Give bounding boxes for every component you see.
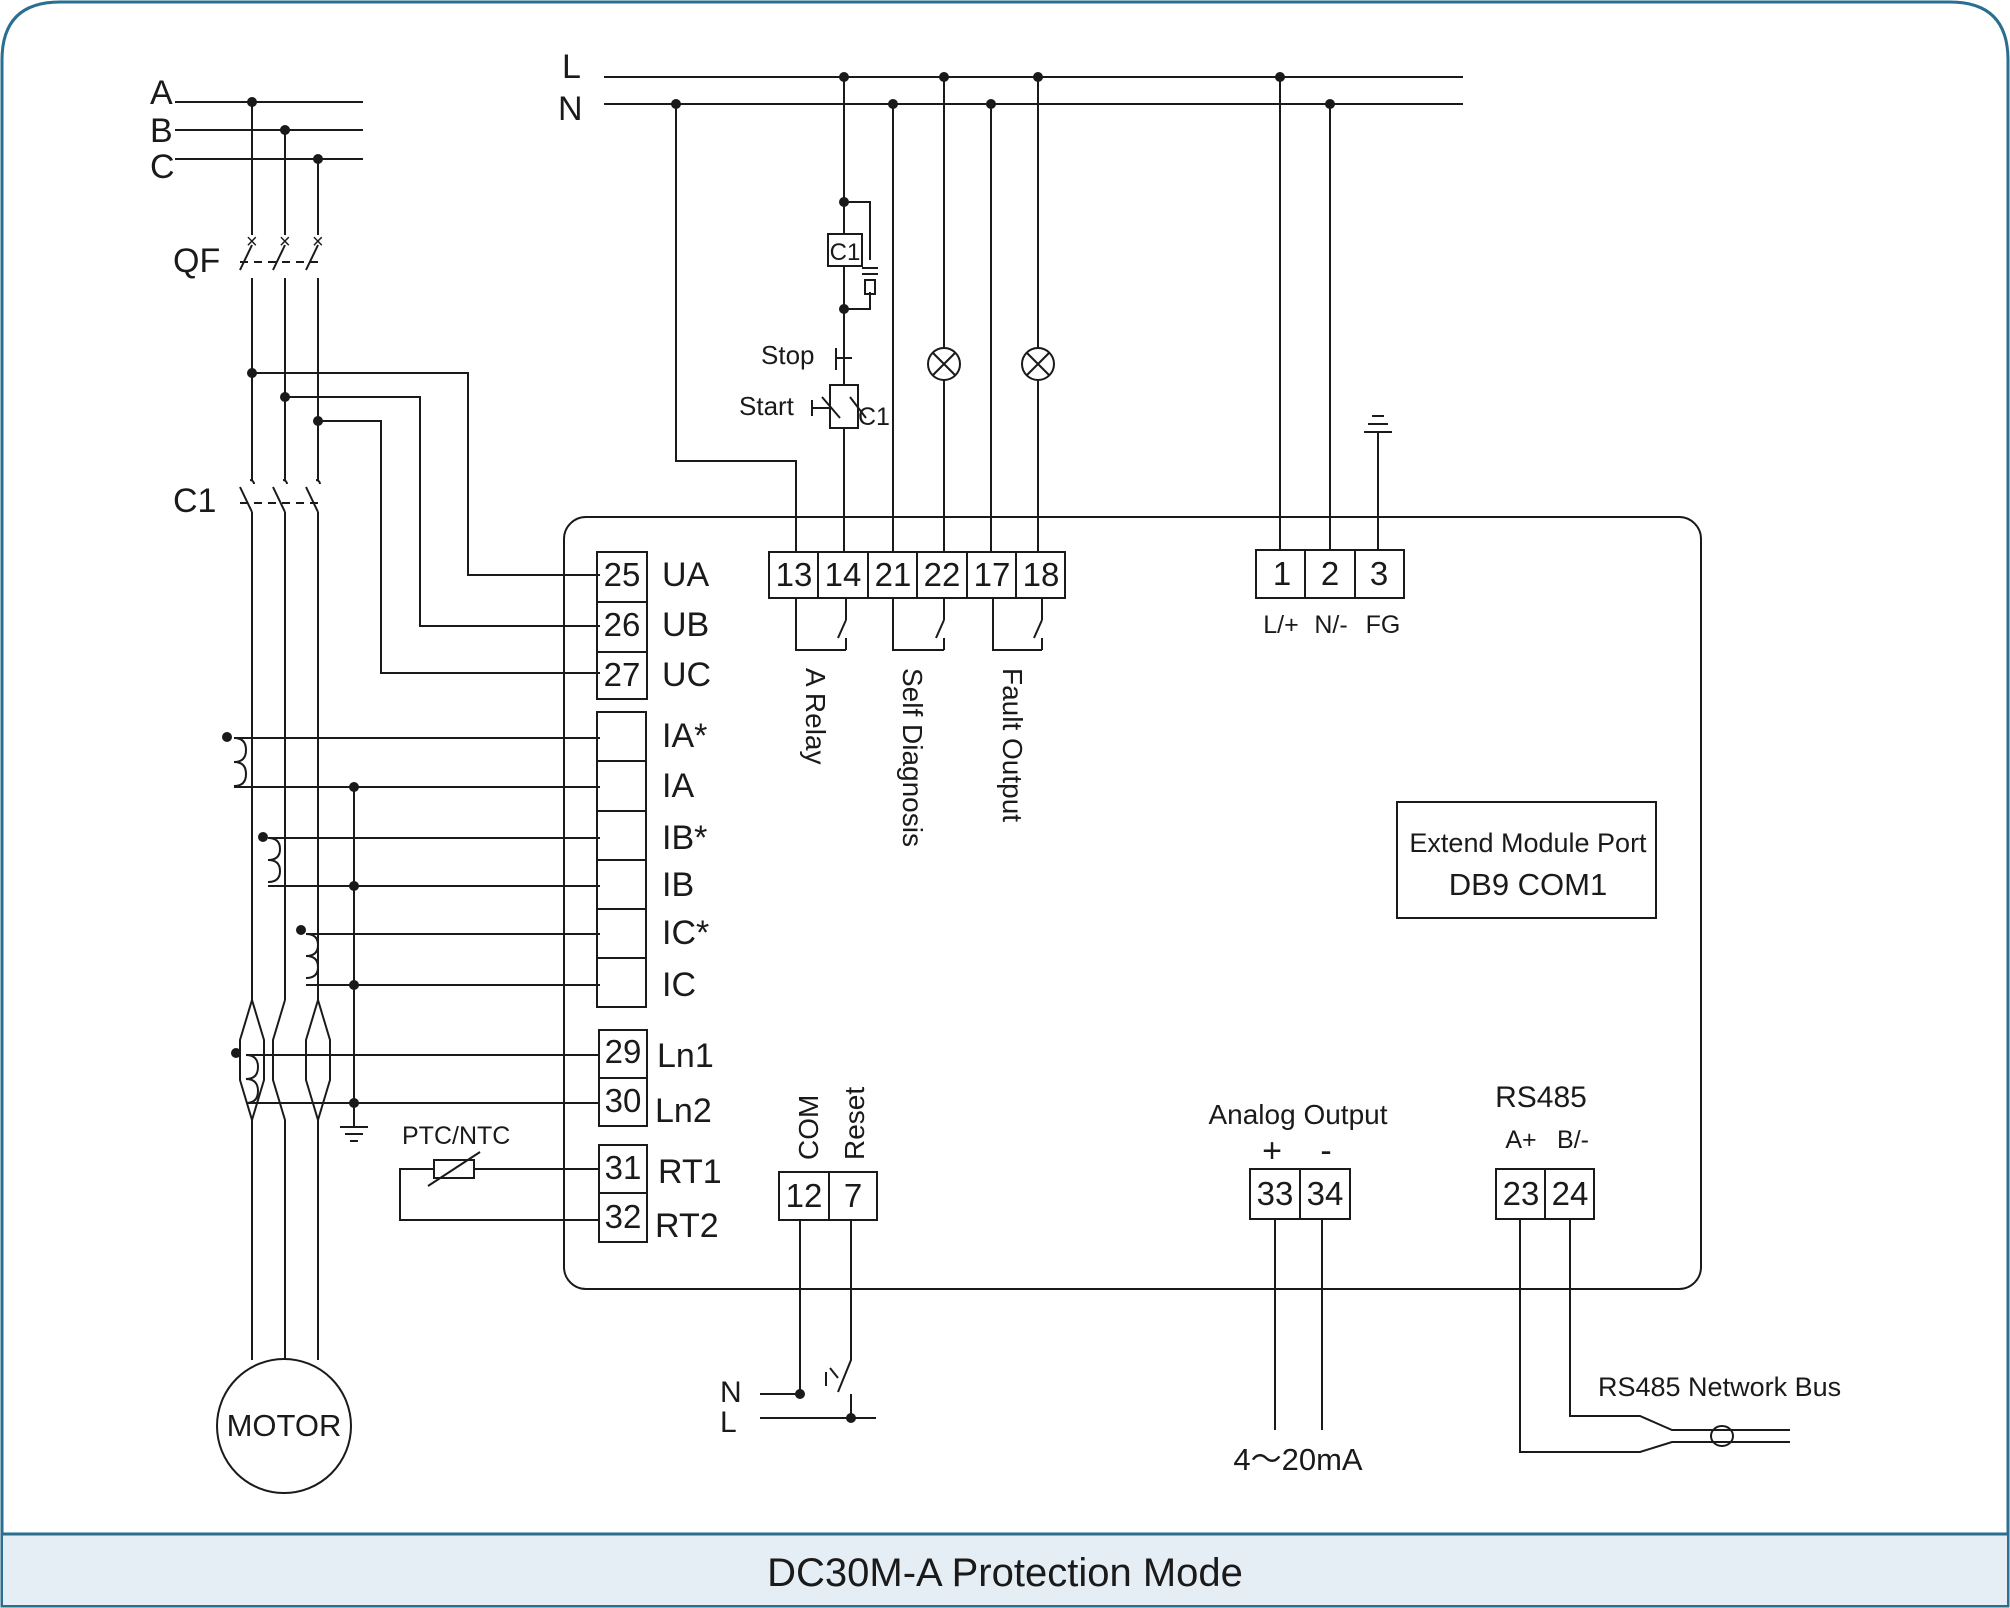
rs485-label: RS485 — [1495, 1081, 1587, 1114]
fg-label: FG — [1366, 611, 1401, 639]
terminal-26: 26 — [604, 606, 641, 643]
footer-bar — [3, 1534, 2007, 1605]
db9-com1-label: DB9 COM1 — [1449, 867, 1607, 902]
ia-label: IA — [662, 767, 694, 805]
start-label: Start — [739, 391, 795, 421]
ic-star-label: IC* — [662, 914, 709, 952]
indicator-lamps — [892, 77, 1055, 552]
phase-c-label: C — [150, 148, 175, 186]
terminal-23: 23 — [1503, 1175, 1540, 1212]
ln1-label: Ln1 — [657, 1037, 714, 1075]
ln2-label: Ln2 — [655, 1092, 712, 1130]
motor-label: MOTOR — [227, 1408, 342, 1443]
rs485-port: RS485 A+ B/- 23 24 RS485 Network Bus — [1495, 1081, 1841, 1453]
terminal-31: 31 — [605, 1149, 642, 1186]
ib-star-label: IB* — [662, 819, 707, 857]
rs485-bus-label: RS485 Network Bus — [1598, 1372, 1841, 1402]
fault-output-label: Fault Output — [997, 668, 1028, 822]
reset-n-label: N — [720, 1376, 742, 1409]
terminal-33: 33 — [1257, 1175, 1294, 1212]
svg-text:×: × — [246, 231, 258, 253]
qf-label: QF — [173, 242, 220, 280]
motor — [216, 1358, 352, 1494]
phase-b-label: B — [150, 112, 173, 150]
sensor-label: PTC/NTC — [402, 1122, 510, 1150]
terminal-24: 24 — [1552, 1175, 1589, 1212]
analog-minus-label: - — [1320, 1132, 1331, 1170]
terminal-2: 2 — [1321, 555, 1339, 592]
extend-port-label: Extend Module Port — [1409, 828, 1647, 858]
rt1-label: RT1 — [658, 1153, 722, 1191]
relay-terminal-block: 13 14 21 22 17 18 A Relay Self Diagnosis… — [768, 551, 1066, 847]
reset-block: COM Reset 12 7 N L — [720, 1087, 878, 1439]
terminal-13: 13 — [776, 556, 813, 593]
terminal-7: 7 — [844, 1177, 862, 1214]
ib-label: IB — [662, 866, 694, 904]
stop-label: Stop — [761, 340, 815, 370]
l-plus-label: L/+ — [1263, 611, 1298, 639]
power-terminal-block: 1 2 3 L/+ N/- FG — [1255, 77, 1405, 639]
svg-text:×: × — [312, 231, 324, 253]
ua-label: UA — [662, 556, 710, 594]
terminal-1: 1 — [1273, 555, 1291, 592]
c1-coil-label: C1 — [830, 239, 861, 266]
terminal-25: 25 — [604, 556, 641, 593]
analog-range-label: 4～20mA — [1233, 1442, 1363, 1477]
c1-contactor: C1 — [173, 479, 321, 1000]
leakage-terminal-block: 29 30 Ln1 Ln2 — [598, 1029, 714, 1130]
bus-n-label: N — [558, 90, 583, 128]
analog-output: Analog Output + - 33 34 4～20mA — [1208, 1099, 1387, 1477]
bus-l-label: L — [562, 48, 581, 86]
reset-l-label: L — [720, 1406, 737, 1439]
temp-terminal-block: 31 32 RT1 RT2 — [598, 1144, 722, 1245]
ptc-ntc-sensor: PTC/NTC — [399, 1122, 600, 1221]
extend-module-port: Extend Module Port DB9 COM1 — [1396, 801, 1657, 919]
analog-plus-label: + — [1262, 1132, 1282, 1170]
svg-text:×: × — [279, 231, 291, 253]
voltage-terminal-block: 25 26 27 UA UB UC — [596, 551, 711, 700]
rs485-b-label: B/- — [1557, 1126, 1589, 1154]
c1-aux-label: C1 — [858, 403, 890, 431]
terminal-12: 12 — [786, 1177, 823, 1214]
a-relay-label: A Relay — [800, 668, 831, 765]
voltage-taps — [247, 368, 600, 674]
uc-label: UC — [662, 656, 711, 694]
reset-label: Reset — [839, 1087, 870, 1160]
terminal-27: 27 — [604, 656, 641, 693]
terminal-29: 29 — [605, 1033, 642, 1070]
qf-breaker: QF × × × — [173, 231, 324, 480]
terminal-17: 17 — [974, 556, 1011, 593]
motor-leads — [239, 999, 331, 1360]
com-label: COM — [793, 1095, 824, 1160]
current-terminal-block: IA* IA IB* IB IC* IC — [596, 711, 709, 1008]
ub-label: UB — [662, 606, 709, 644]
terminal-21: 21 — [875, 556, 912, 593]
terminal-18: 18 — [1023, 556, 1060, 593]
n-minus-label: N/- — [1314, 611, 1347, 639]
diagram-title: DC30M-A Protection Mode — [767, 1551, 1243, 1595]
terminal-22: 22 — [924, 556, 961, 593]
ic-label: IC — [662, 966, 696, 1004]
terminal-30: 30 — [605, 1082, 642, 1119]
ia-star-label: IA* — [662, 717, 707, 755]
phase-a-label: A — [150, 74, 173, 112]
rs485-a-label: A+ — [1505, 1126, 1536, 1154]
terminal-32: 32 — [605, 1198, 642, 1235]
terminal-34: 34 — [1307, 1175, 1344, 1212]
terminal-3: 3 — [1370, 555, 1388, 592]
self-diagnosis-label: Self Diagnosis — [897, 668, 928, 847]
three-phase-bus: A B C — [150, 74, 363, 235]
start-stop-circuit: C1 Stop Start C1 — [675, 77, 890, 552]
rt2-label: RT2 — [655, 1207, 719, 1245]
analog-output-label: Analog Output — [1208, 1099, 1387, 1130]
current-transformers — [222, 732, 600, 1142]
terminal-14: 14 — [825, 556, 862, 593]
c1-main-label: C1 — [173, 482, 216, 520]
device-body — [563, 516, 1702, 1290]
